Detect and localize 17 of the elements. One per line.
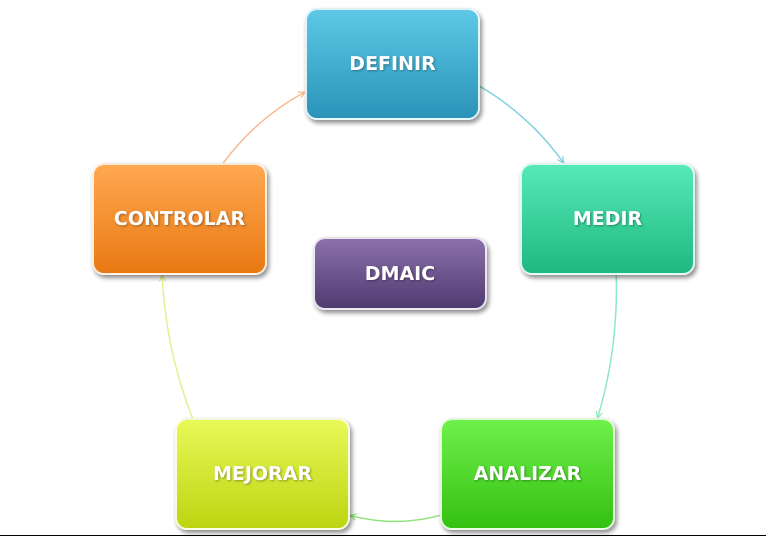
step-label: MEJORAR <box>212 463 312 485</box>
arrow <box>480 86 564 164</box>
process-box <box>92 163 267 275</box>
process-box <box>175 418 350 530</box>
step-label: ANALIZAR <box>474 463 582 485</box>
process-box <box>440 418 615 530</box>
step-label: DEFINIR <box>349 53 436 75</box>
process-box <box>520 163 695 275</box>
step-label: MEDIR <box>572 208 642 230</box>
step-label: DMAIC <box>364 262 436 284</box>
step-label: CONTROLAR <box>114 208 246 230</box>
process-box <box>313 237 487 310</box>
arrow <box>158 274 194 418</box>
arrow <box>596 275 618 419</box>
arrow <box>222 91 306 164</box>
arrow <box>349 513 440 522</box>
process-box <box>305 8 480 120</box>
